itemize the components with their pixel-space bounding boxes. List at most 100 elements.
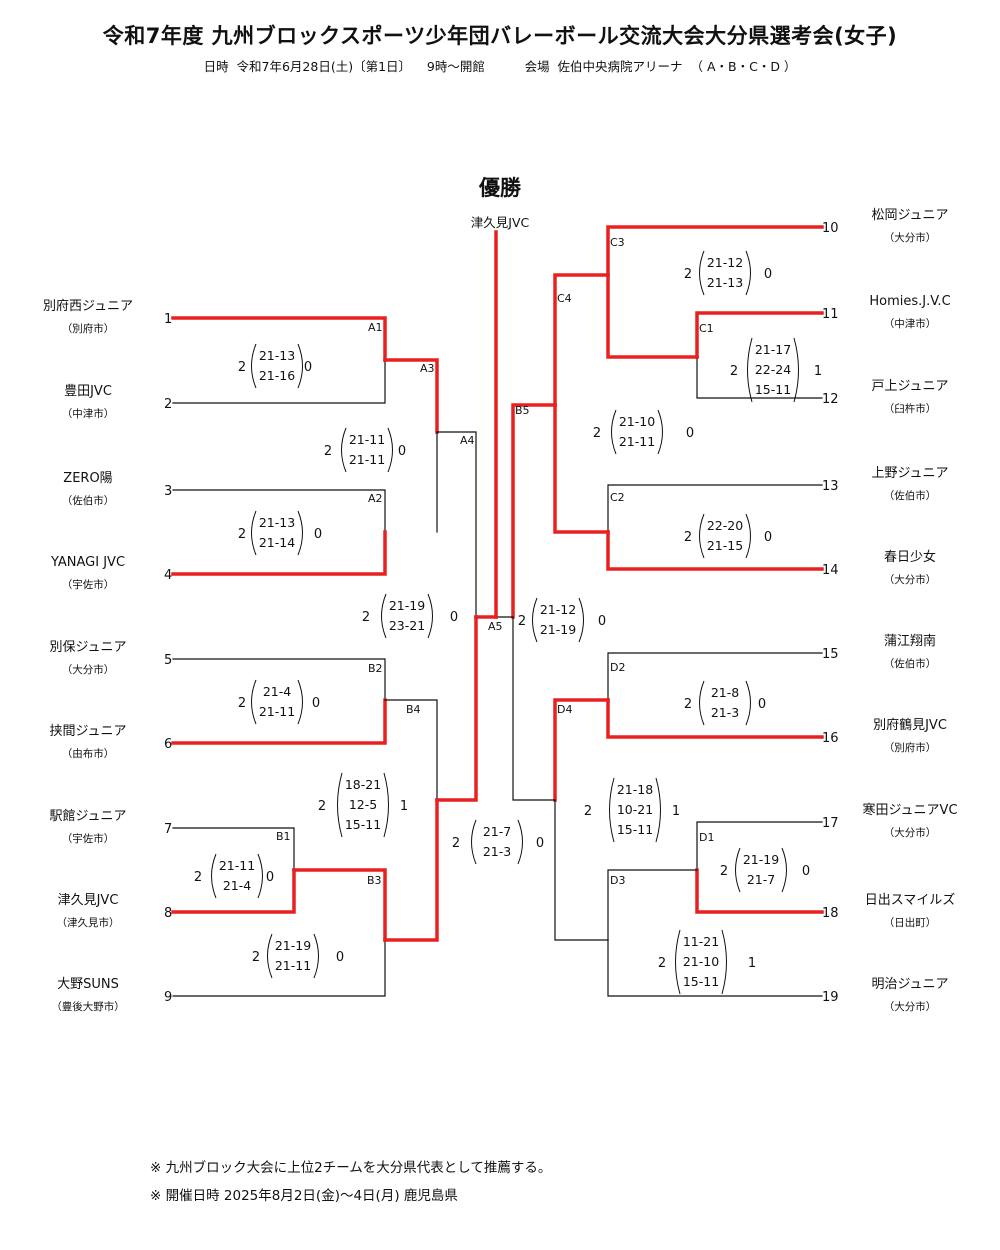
score-paren-left xyxy=(337,772,343,838)
sets-won-left: 2 xyxy=(194,870,202,885)
team-seed: 6 xyxy=(164,737,172,752)
set-score: 18-21 xyxy=(345,777,381,792)
match-code: C3 xyxy=(610,236,625,249)
bracket-line xyxy=(695,868,824,914)
set-score: 21-7 xyxy=(483,824,511,839)
bracket-line xyxy=(383,358,439,434)
team-seed: 4 xyxy=(164,568,172,583)
bracket-line xyxy=(696,356,823,399)
set-score: 21-7 xyxy=(747,872,775,887)
match-code: C1 xyxy=(699,322,714,335)
team-entry: Homies.J.V.C（中津市）11 xyxy=(822,294,951,330)
set-score: 21-10 xyxy=(619,414,655,429)
team-seed: 9 xyxy=(164,990,172,1005)
score-paren-right xyxy=(657,409,663,455)
score-paren-right xyxy=(387,427,393,473)
team-city: （臼杵市） xyxy=(884,402,937,415)
sets-won-left: 2 xyxy=(584,804,592,819)
team-city: （宇佐市） xyxy=(62,832,115,845)
set-score: 21-13 xyxy=(259,515,295,530)
team-entry: 駅館ジュニア（宇佐市）7 xyxy=(49,809,172,845)
bracket-line xyxy=(292,868,387,942)
team-city: （大分市） xyxy=(884,573,937,586)
set-score: 21-11 xyxy=(219,858,255,873)
bracket-line xyxy=(695,311,824,359)
match-code: B1 xyxy=(276,830,291,843)
page-title: 令和7年度 九州ブロックスポーツ少年団バレーボール交流大会大分県選考会(女子) xyxy=(102,24,898,48)
team-entry: 別府西ジュニア（別府市）1 xyxy=(43,299,172,335)
sets-won-left: 2 xyxy=(324,444,332,459)
sets-won-right: 1 xyxy=(814,364,822,379)
score-paren-right xyxy=(427,593,433,639)
match-code: A1 xyxy=(368,321,383,334)
champion-label: 優勝 xyxy=(479,176,521,200)
score-paren-left xyxy=(609,777,615,843)
set-score: 21-3 xyxy=(711,705,739,720)
team-name: 明治ジュニア xyxy=(871,977,948,992)
bracket-line xyxy=(436,431,477,618)
team-entry: 明治ジュニア（大分市）19 xyxy=(822,977,949,1013)
team-seed: 11 xyxy=(822,307,839,322)
team-name: 駅館ジュニア xyxy=(49,809,126,824)
score-paren-left xyxy=(251,343,257,389)
sets-won-left: 2 xyxy=(362,610,370,625)
set-score: 21-17 xyxy=(755,342,791,357)
set-score: 21-12 xyxy=(540,602,576,617)
set-score: 22-24 xyxy=(755,362,791,377)
team-entry: ZERO陽（佐伯市）3 xyxy=(62,471,173,507)
score-paren-left xyxy=(611,409,617,455)
score-paren-left xyxy=(699,513,705,559)
set-score: 15-11 xyxy=(683,974,719,989)
bracket-line xyxy=(606,225,824,277)
sets-won-right: 0 xyxy=(266,870,274,885)
set-score: 10-21 xyxy=(617,802,653,817)
team-city: （由布市） xyxy=(62,747,115,760)
score-paren-left xyxy=(699,680,705,726)
team-entry: 松岡ジュニア（大分市）10 xyxy=(822,208,949,244)
team-city: （佐伯市） xyxy=(884,657,937,670)
score-paren-right xyxy=(745,250,751,296)
sets-won-left: 2 xyxy=(684,267,692,282)
set-score: 21-19 xyxy=(275,938,311,953)
team-city: （大分市） xyxy=(884,826,937,839)
match-code: A3 xyxy=(420,362,435,375)
note-recommendation: ※ 九州ブロック大会に上位2チームを大分県代表として推薦する。 xyxy=(150,1160,552,1176)
sets-won-right: 1 xyxy=(400,799,408,814)
sets-won-left: 2 xyxy=(658,956,666,971)
sets-won-right: 1 xyxy=(748,956,756,971)
sets-won-right: 0 xyxy=(758,697,766,712)
sets-won-right: 0 xyxy=(764,530,772,545)
team-entry: 別府鶴見JVC（別府市）16 xyxy=(822,717,947,754)
team-name: 別保ジュニア xyxy=(49,640,126,655)
team-seed: 3 xyxy=(164,484,172,499)
team-entry: 津久見JVC（津久見市）8 xyxy=(57,893,173,929)
set-score: 21-19 xyxy=(540,622,576,637)
sets-won-left: 2 xyxy=(730,364,738,379)
score-paren-right xyxy=(721,929,727,995)
sets-won-left: 2 xyxy=(720,864,728,879)
team-name: 別府鶴見JVC xyxy=(873,717,947,733)
bracket-line xyxy=(553,273,610,407)
bracket-line xyxy=(384,699,438,801)
score-paren-right xyxy=(297,510,303,556)
bracket-line xyxy=(553,698,610,802)
set-score: 21-19 xyxy=(743,852,779,867)
bracket-line xyxy=(172,359,386,404)
team-seed: 2 xyxy=(164,397,172,412)
score-paren-left xyxy=(532,597,538,643)
bracket-line xyxy=(171,868,296,914)
team-seed: 5 xyxy=(164,653,172,668)
score-paren-right xyxy=(257,853,263,899)
bracket-line xyxy=(383,798,439,942)
bracket-line xyxy=(553,403,610,534)
set-score: 21-11 xyxy=(259,704,295,719)
score-paren-right xyxy=(578,597,584,643)
team-city: （宇佐市） xyxy=(62,578,115,591)
